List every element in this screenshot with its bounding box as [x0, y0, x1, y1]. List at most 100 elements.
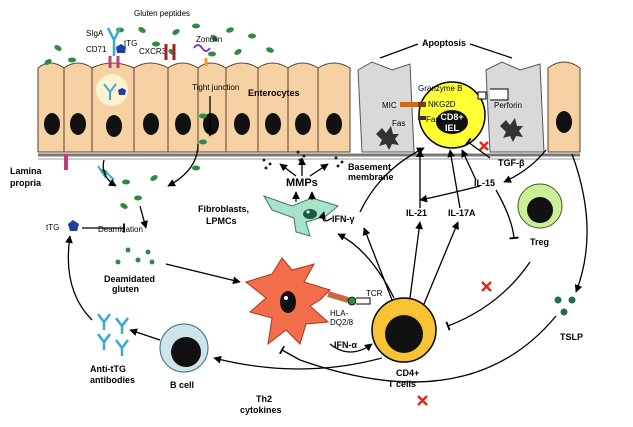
- enterocyte: [133, 62, 169, 153]
- dendritic-cell: [244, 257, 331, 346]
- b-cell-label: B cell: [170, 380, 194, 390]
- enterocyte: [225, 62, 259, 153]
- fasl-label: FasL: [426, 115, 444, 124]
- lamina-propria-label-1: Lamina: [10, 166, 43, 176]
- cd71-receptor-icon: [108, 56, 120, 68]
- tslp-inhibits-dc-line: [278, 315, 557, 383]
- enterocyte: [547, 61, 581, 153]
- enterocyte: [167, 62, 199, 153]
- nucleus: [143, 113, 159, 135]
- nkg2d-label: NKG2D: [428, 100, 456, 109]
- il21-label: IL-21: [406, 208, 427, 218]
- enterocytes-label: Enterocytes: [248, 88, 300, 98]
- mmp-arrow-right: [309, 163, 329, 177]
- gluten-flow-arrow: [167, 143, 199, 187]
- hla-label-1: HLA-: [330, 309, 349, 318]
- cd4-to-bcell-arrow: [213, 355, 383, 370]
- enterocyte: [317, 62, 351, 153]
- il15-label: IL-15: [474, 178, 495, 188]
- cd71-label: CD71: [86, 45, 107, 54]
- ttg-top-label: tTG: [124, 39, 137, 48]
- granzyme-b-label: Granzyme B: [418, 84, 462, 93]
- basement-membrane-label-2: membrane: [348, 172, 394, 182]
- nucleus: [556, 111, 572, 133]
- tslp-dots: [554, 296, 576, 316]
- transport-arrow: [102, 159, 117, 187]
- mmps-label: MMPs: [286, 177, 318, 189]
- enterocyte: [63, 62, 93, 153]
- blocked-x-icon: [417, 395, 428, 406]
- presented-peptide-icon: [347, 296, 357, 306]
- ttg-left-icon: [68, 220, 79, 231]
- antibody-to-ttg-arrow: [65, 235, 93, 321]
- fas-label: Fas: [392, 119, 405, 128]
- zonulin-molecule-icon: [193, 44, 211, 52]
- fibroblasts-label-2: LPMCs: [206, 216, 237, 226]
- apoptotic-nucleus: [376, 126, 399, 150]
- ttg-left-label: tTG: [46, 223, 59, 232]
- epithelium-to-tslp-arrow: [571, 153, 588, 293]
- ifn-alpha-arrow: [329, 343, 373, 353]
- perforin-pore: [490, 88, 509, 101]
- t-cells-label: T cells: [388, 379, 416, 389]
- enterocyte-with-transcytosis: [91, 62, 135, 153]
- tight-junction-label: Tight junction: [192, 83, 239, 92]
- nucleus: [265, 113, 281, 135]
- b-cell: [159, 323, 209, 373]
- nucleus: [326, 113, 342, 135]
- cd4-to-fibroblast-arrow: [337, 233, 395, 299]
- gluten-peptide: [199, 113, 207, 119]
- nkg2d-receptor: [418, 102, 426, 107]
- nucleus: [106, 115, 122, 137]
- treg-cell: [517, 183, 563, 229]
- il17a-to-iel-arrow: [447, 149, 461, 209]
- th2-label-1: Th2: [256, 394, 272, 404]
- tcr-label: TCR: [366, 289, 383, 298]
- nucleus: [44, 113, 60, 135]
- mic-receptor: [400, 102, 418, 107]
- fas-fasl-link: [418, 116, 426, 120]
- deamidated-gluten-dots: [115, 247, 155, 265]
- tgf-beta-inhibit-line: [464, 137, 491, 159]
- enterocyte-layer: [37, 61, 581, 153]
- lamina-iga-icon: [97, 165, 115, 181]
- gluten-peptide: [199, 139, 207, 145]
- basement-membrane-label-1: Basement: [348, 162, 391, 172]
- perforin-label: Perforin: [494, 101, 522, 110]
- lamina-gluten-peptides: [100, 165, 200, 209]
- bcell-to-antibody-arrow: [129, 328, 161, 341]
- apoptotic-nucleus: [500, 118, 523, 142]
- fibroblast-cell: [262, 195, 340, 237]
- mmp-dots: [262, 150, 344, 170]
- apoptosis-label: Apoptosis: [422, 38, 466, 48]
- cd4-label: CD4+: [396, 368, 419, 378]
- cd4-to-il17a-arrow: [423, 221, 459, 305]
- cd8-iel-cell: CD8+ IEL: [418, 81, 486, 149]
- nucleus: [175, 113, 191, 135]
- nucleus: [295, 113, 311, 135]
- ifn-to-epithelium-arrow: [359, 147, 425, 213]
- cd4-to-il21-arrow: [409, 221, 423, 299]
- cd4-to-ifn-gamma-arrow: [362, 227, 393, 301]
- nucleus: [70, 113, 86, 135]
- blocked-x-icon: [479, 141, 489, 151]
- deamidated-gluten-label-2: gluten: [112, 284, 139, 294]
- treg-inhibits-cd4-line: [445, 261, 531, 331]
- granzyme-granule: [477, 91, 487, 100]
- enterocyte: [197, 62, 227, 153]
- cxcr3-receptor-icon: [164, 44, 176, 60]
- il17a-label: IL-17A: [448, 208, 476, 218]
- gluten-peptides-label: Gluten peptides: [134, 9, 190, 18]
- mmp-arrow-left: [279, 163, 297, 177]
- anti-ttg-antibody-icons: [97, 313, 129, 356]
- th2-label-2: cytokines: [240, 405, 282, 415]
- ifn-alpha-label: IFN-α: [334, 340, 357, 350]
- iel-label: IEL: [445, 123, 460, 133]
- hla-dq-molecule-icon: [327, 291, 349, 303]
- deamidation-arrow: [139, 205, 148, 229]
- gluten-peptide-group: [44, 23, 274, 65]
- ttg-pentagon-icon: [116, 44, 126, 53]
- enterocyte: [37, 62, 65, 153]
- il15-to-iel-arrow: [461, 149, 477, 181]
